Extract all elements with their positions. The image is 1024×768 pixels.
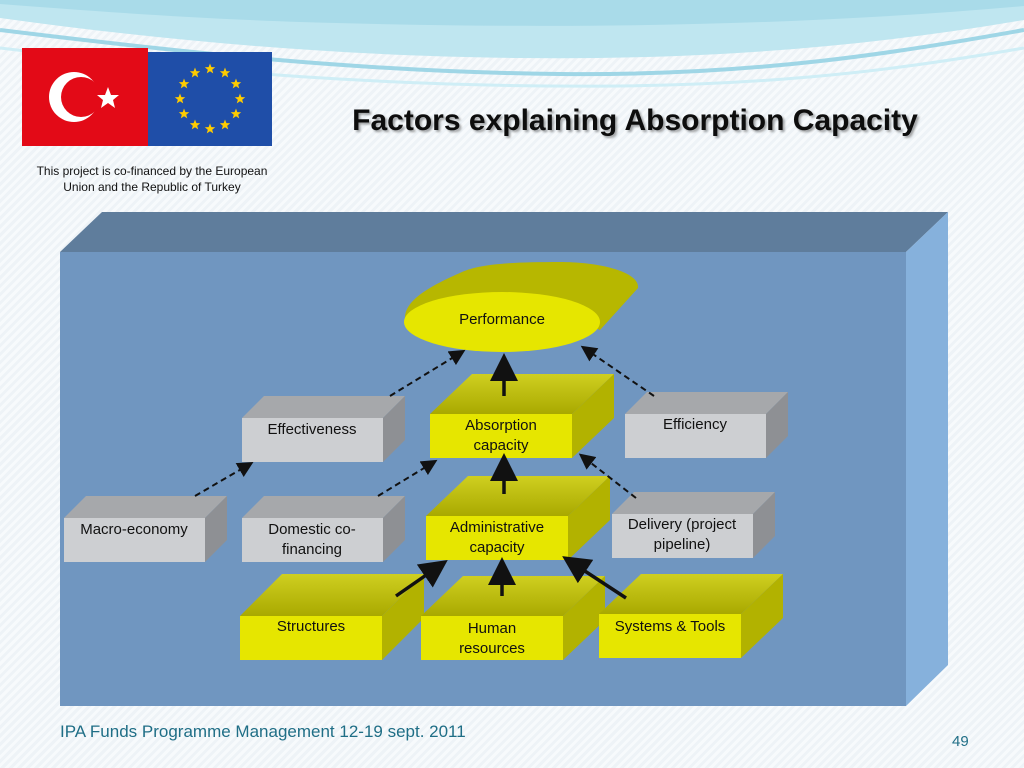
absorption-capacity-label-2: capacity: [473, 437, 529, 454]
domestic-cofinancing-node: Domestic co- financing: [242, 496, 405, 562]
structures-label: Structures: [277, 618, 345, 635]
administrative-capacity-node: Administrative capacity: [426, 476, 610, 560]
eu-star-icon: [230, 78, 242, 89]
domestic-cofinancing-label-1: Domestic co-: [268, 521, 356, 538]
eu-star-icon: [234, 93, 246, 104]
absorption-capacity-node: Absorption capacity: [430, 374, 614, 458]
delivery-pipeline-node: Delivery (project pipeline): [612, 492, 775, 558]
arrow-systems-to-administrative: [562, 556, 627, 600]
administrative-capacity-label-2: capacity: [469, 539, 525, 556]
effectiveness-label: Effectiveness: [268, 421, 357, 438]
systems-tools-label: Systems & Tools: [615, 618, 726, 635]
arrow-efficiency-to-performance: [580, 345, 655, 397]
systems-tools-node: Systems & Tools: [599, 574, 783, 658]
page-number: 49: [952, 733, 969, 750]
header-waves: [0, 0, 1024, 88]
human-resources-node: Human resources: [421, 576, 605, 660]
dashed-arrows: [194, 345, 655, 499]
slide-title: Factors explaining Absorption Capacity: [352, 104, 918, 137]
macro-economy-node: Macro-economy: [64, 496, 227, 562]
administrative-capacity-label-1: Administrative: [450, 519, 544, 536]
eu-star-icon: [204, 63, 216, 74]
arrow-structures-to-administrative: [395, 560, 448, 598]
turkey-flag-icon: [22, 48, 148, 146]
eu-star-icon: [178, 108, 190, 119]
performance-label: Performance: [459, 311, 545, 328]
caption-line-2: Union and the Republic of Turkey: [63, 180, 241, 194]
eu-star-icon: [189, 119, 201, 130]
efficiency-label: Efficiency: [663, 416, 727, 433]
efficiency-node: Efficiency: [625, 392, 788, 458]
arrow-effectiveness-to-performance: [389, 349, 466, 397]
footer-text: IPA Funds Programme Management 12-19 sep…: [60, 722, 466, 741]
eu-star-icon: [204, 123, 216, 134]
structures-node: Structures: [240, 574, 424, 660]
eu-star-icon: [230, 108, 242, 119]
eu-star-icon: [189, 67, 201, 78]
human-resources-label-2: resources: [459, 640, 525, 657]
eu-star-icon: [219, 67, 231, 78]
solid-arrows: [395, 353, 627, 600]
delivery-pipeline-label-1: Delivery (project: [628, 516, 737, 533]
arrow-domestic-to-absorption: [377, 459, 438, 497]
cofinance-caption: This project is co-financed by the Europ…: [18, 163, 286, 195]
delivery-pipeline-label-2: pipeline): [654, 536, 711, 553]
effectiveness-node: Effectiveness: [242, 396, 405, 462]
eu-star-icon: [178, 78, 190, 89]
arrow-delivery-to-absorption: [578, 453, 637, 499]
eu-flag-icon: [148, 52, 272, 146]
human-resources-label-1: Human: [468, 620, 516, 637]
arrow-macro-economy-to-effectiveness: [194, 461, 254, 497]
caption-line-1: This project is co-financed by the Europ…: [36, 164, 268, 178]
performance-node: Performance: [404, 262, 639, 352]
eu-star-icon: [219, 119, 231, 130]
eu-star-icon: [174, 93, 186, 104]
macro-economy-label: Macro-economy: [80, 521, 188, 538]
domestic-cofinancing-label-2: financing: [282, 541, 342, 558]
absorption-capacity-label-1: Absorption: [465, 417, 537, 434]
